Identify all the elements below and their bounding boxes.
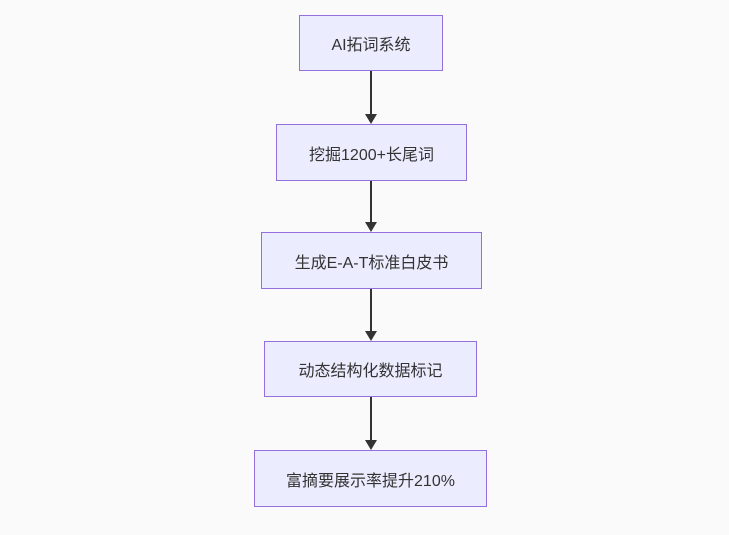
arrow-head-down-icon (365, 331, 377, 341)
arrow-line (370, 289, 372, 331)
flow-node-rich-snippet-rate-increase: 富摘要展示率提升210% (254, 450, 487, 507)
arrow-head-down-icon (365, 114, 377, 124)
flow-node-label: 动态结构化数据标记 (298, 363, 443, 380)
flow-arrow-4 (365, 397, 377, 450)
flow-node-dynamic-structured-data-markup: 动态结构化数据标记 (264, 341, 477, 397)
arrow-line (370, 181, 372, 222)
flow-node-label: 挖掘1200+长尾词 (309, 146, 434, 164)
flow-arrow-1 (365, 71, 377, 124)
flow-node-ai-word-expansion-system: AI拓词系统 (299, 15, 443, 71)
flow-node-generate-eat-whitepaper: 生成E-A-T标准白皮书 (261, 232, 482, 289)
arrow-head-down-icon (365, 222, 377, 232)
flow-node-label: AI拓词系统 (331, 37, 411, 54)
arrow-line (370, 397, 372, 440)
arrow-head-down-icon (365, 440, 377, 450)
flow-arrow-2 (365, 181, 377, 232)
flow-arrow-3 (365, 289, 377, 341)
flow-node-mine-longtail-keywords: 挖掘1200+长尾词 (276, 124, 467, 181)
arrow-line (370, 71, 372, 114)
flow-node-label: 生成E-A-T标准白皮书 (294, 254, 449, 272)
flow-node-label: 富摘要展示率提升210% (286, 472, 455, 490)
